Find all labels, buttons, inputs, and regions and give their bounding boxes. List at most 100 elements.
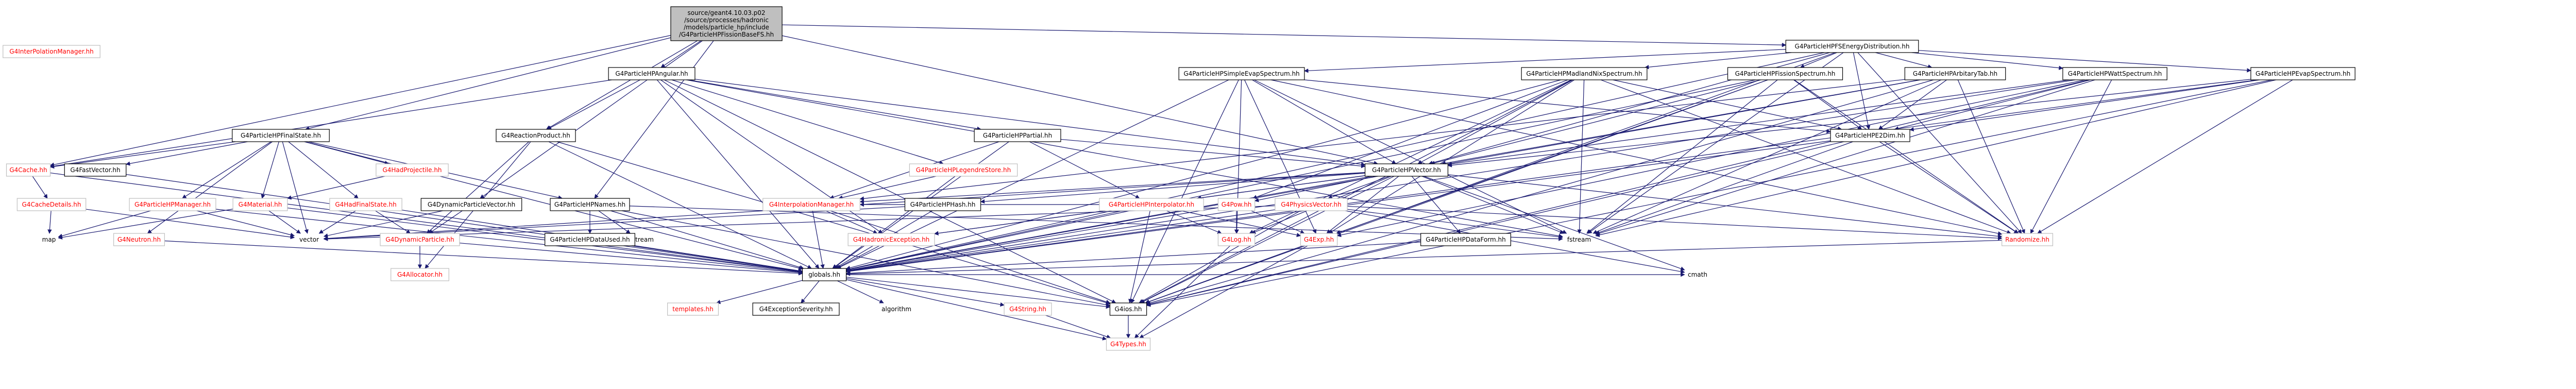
include-edge (86, 209, 295, 240)
node-box (16, 198, 87, 211)
include-edge (548, 141, 812, 269)
node-label: G4Cache.hh (9, 166, 47, 174)
header-node-legendre: G4ParticleHPLegendreStore.hh (909, 163, 1018, 177)
include-edge (934, 210, 1106, 235)
node-box (1217, 233, 1256, 246)
include-edge (1586, 79, 1778, 234)
include-edge (1166, 210, 1222, 234)
include-edge (1146, 79, 1934, 305)
header-node-arbitrarytab[interactable]: G4ParticleHPArbitaryTab.hh (1904, 67, 2006, 80)
include-edge (1957, 79, 2025, 234)
node-box (2250, 67, 2355, 80)
include-edge (426, 141, 530, 234)
header-node-finalstate[interactable]: G4ParticleHPFinalState.hh (232, 129, 330, 142)
header-node-hpnames[interactable]: G4ParticleHPNames.hh (550, 198, 630, 211)
include-edge (147, 141, 273, 234)
include-edge (1411, 176, 1461, 234)
node-label: G4Types.hh (1110, 341, 1146, 348)
include-edge (164, 240, 803, 276)
node-box (1106, 337, 1151, 351)
include-edge (1800, 52, 1837, 69)
node-box (420, 198, 522, 211)
node-label: G4Exp.hh (1304, 236, 1334, 243)
header-node-vector[interactable]: G4ParticleHPVector.hh (1364, 163, 1449, 177)
include-edge (830, 210, 1111, 304)
include-edge (1417, 79, 1573, 164)
include-edge (49, 35, 671, 167)
node-box (1099, 198, 1204, 211)
header-node-g4string: G4String.hh (1004, 302, 1052, 316)
header-node-fissionspec[interactable]: G4ParticleHPFissionSpectrum.hh (1727, 67, 1843, 80)
header-node-allocator: G4Allocator.hh (391, 268, 449, 281)
header-node-dynparticle: G4DynamicParticle.hh (380, 233, 460, 246)
node-box (64, 163, 127, 177)
header-node-simpleevap[interactable]: G4ParticleHPSimpleEvapSpectrum.hh (1178, 67, 1305, 80)
include-edge (268, 210, 301, 234)
node-box (1830, 129, 1910, 142)
node-box (802, 268, 847, 281)
include-edge (1045, 315, 1111, 339)
include-edge (1595, 141, 1853, 234)
node-box (1727, 67, 1843, 80)
header-node-partial[interactable]: G4ParticleHPPartial.hh (974, 129, 1061, 142)
header-node-map: map (42, 236, 56, 243)
node-label: G4ParticleHPNames.hh (554, 201, 625, 208)
header-node-fsed[interactable]: G4ParticleHPFSEnergyDistribution.hh (1785, 40, 1919, 53)
include-edge (547, 79, 640, 130)
node-label: G4ParticleHPEvapSpectrum.hh (2256, 70, 2350, 77)
header-node-randomize: Randomize.hh (2002, 233, 2054, 246)
node-label: G4ParticleHPFSEnergyDistribution.hh (1795, 43, 1910, 50)
node-box (1178, 67, 1305, 80)
include-edge (288, 141, 359, 199)
header-node-globals[interactable]: globals.hh (802, 268, 847, 281)
include-edge (610, 210, 804, 269)
include-edge (1252, 79, 1568, 199)
header-node-evapspec[interactable]: G4ParticleHPEvapSpectrum.hh (2250, 67, 2355, 80)
include-edge (825, 210, 878, 234)
header-node-g4ios[interactable]: G4ios.hh (1109, 302, 1147, 316)
header-node-cache: G4Cache.hh (6, 163, 51, 177)
node-box (1109, 302, 1147, 316)
node-label: G4Log.hh (1222, 236, 1251, 243)
node-label: G4Allocator.hh (397, 271, 443, 278)
header-node-angular[interactable]: G4ParticleHPAngular.hh (608, 67, 696, 80)
include-edge (1131, 79, 1239, 303)
header-node-pdoc[interactable]: G4ParticleHPE2Dim.hh (1830, 129, 1910, 142)
header-node-g4log: G4Log.hh (1217, 233, 1256, 246)
header-node-fastvector[interactable]: G4FastVector.hh (64, 163, 127, 177)
header-node-dynpartvector[interactable]: G4DynamicParticleVector.hh (420, 198, 522, 211)
include-edge (594, 40, 714, 199)
include-edge (556, 141, 1111, 305)
include-edge (621, 210, 1111, 307)
header-node-reactionproduct[interactable]: G4ReactionProduct.hh (496, 129, 576, 142)
include-edge (1251, 210, 1305, 234)
node-box (974, 129, 1061, 142)
include-edge (1793, 79, 1862, 130)
include-edge (1448, 174, 2003, 239)
header-node-hphash[interactable]: G4ParticleHPHash.hh (904, 198, 981, 211)
header-node-excseverity[interactable]: G4ExceptionSeverity.hh (752, 302, 840, 316)
node-label: algorithm (882, 306, 911, 313)
include-edge (58, 210, 151, 238)
header-node-datausedh[interactable]: G4ParticleHPDataUsed.hh (545, 233, 635, 246)
include-edge (694, 79, 1366, 166)
header-node-fissionbasefs_interp: G4ParticleHPInterpolator.hh (1099, 198, 1204, 211)
node-label: G4DynamicParticleVector.hh (428, 201, 515, 208)
include-edge (845, 79, 1756, 272)
node-label: /G4ParticleHPFissionBaseFS.hh (679, 31, 774, 38)
node-label: G4ParticleHPArbitaryTab.hh (1913, 70, 1997, 77)
node-label: G4InterpolationManager.hh (769, 201, 854, 208)
node-label: G4ParticleHPDataUsed.hh (550, 236, 630, 243)
include-edge (1146, 141, 1844, 307)
header-node-wattspec[interactable]: G4ParticleHPWattSpectrum.hh (2062, 67, 2167, 80)
node-box (2062, 67, 2167, 80)
include-edge (837, 280, 884, 303)
include-edge (845, 79, 2258, 274)
include-edge (1145, 52, 1836, 304)
node-box (1004, 302, 1052, 316)
header-node-dataform[interactable]: G4ParticleHPDataForm.hh (1420, 233, 1511, 246)
include-edge (845, 240, 2002, 276)
header-node-maderbang[interactable]: G4ParticleHPMadlandNixSpectrum.hh (1521, 67, 1648, 80)
include-edge (836, 245, 880, 269)
include-edge (50, 172, 803, 274)
